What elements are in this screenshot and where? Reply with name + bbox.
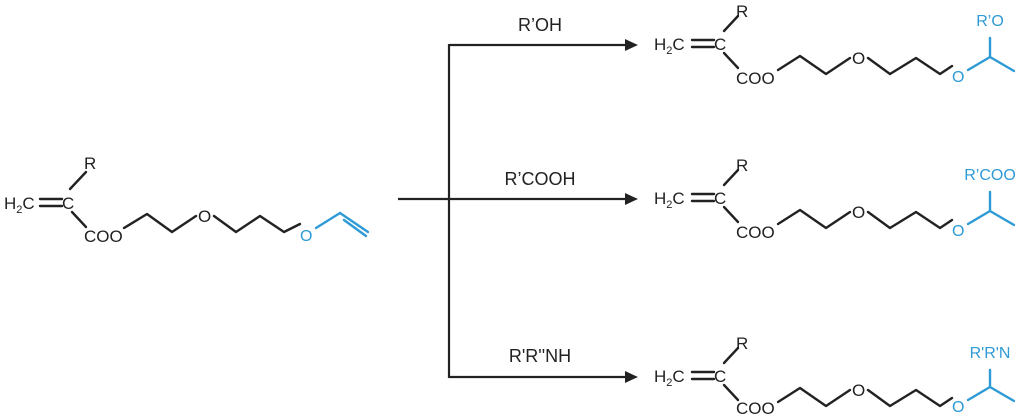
reactant-vinyl-double-1 (338, 211, 370, 234)
product-2-acetal-o: O (952, 223, 964, 240)
product-2-chain-2 (866, 210, 954, 230)
reagent-label-top: R’OH (518, 15, 562, 35)
product-2-ether-o: O (852, 203, 865, 222)
product-2: R H2C C COO O O R’COO (654, 156, 1016, 242)
product-3: R H2C C COO O O R'R'N (654, 334, 1016, 418)
product-3-acetal-o: O (952, 399, 964, 416)
product-2-ester-label: COO (736, 223, 775, 242)
reactant-r-label: R (84, 154, 96, 173)
product-1-acetal-o: O (952, 69, 964, 86)
product-1-c-label: C (714, 35, 726, 54)
product-1-chain-2 (866, 56, 954, 76)
product-1: R H2C C COO O O R’O (654, 2, 1016, 88)
product-2-c-label: C (714, 189, 726, 208)
product-2-r-bond (722, 168, 740, 187)
reactant-chain-1 (122, 212, 198, 234)
reactant-vinyl-bond (314, 211, 342, 230)
product-3-h2c-label: H2C (654, 367, 685, 389)
reactant-vinyl-double-2 (342, 218, 368, 238)
product-2-r-label: R (736, 156, 748, 175)
product-2-methyl-bond (988, 209, 1016, 227)
product-1-c-coo-bond (722, 51, 740, 70)
product-3-acetal-bond (966, 385, 992, 402)
reactant-ester-label: COO (84, 227, 123, 246)
reactant-chain-2 (212, 214, 302, 234)
product-2-acetal-bond (966, 209, 992, 226)
product-1-group-label: R’O (976, 13, 1004, 30)
reactant-molecule: R H2C C COO O O (4, 154, 370, 246)
product-3-chain-1 (776, 386, 852, 408)
product-1-ether-o: O (852, 49, 865, 68)
product-3-ether-o: O (852, 381, 865, 400)
reactant-r-bond (68, 170, 88, 191)
product-3-ester-label: COO (736, 399, 775, 418)
reactant-ether-o: O (198, 207, 211, 226)
arrowhead-top (625, 39, 638, 51)
reactant-vinyl-o: O (300, 228, 312, 245)
product-1-r-label: R (736, 2, 748, 21)
arrowhead-bottom (625, 371, 638, 383)
product-3-chain-2 (866, 388, 954, 408)
product-3-r-bond (722, 346, 740, 365)
product-1-ester-label: COO (736, 69, 775, 88)
reactant-c-label: C (62, 194, 74, 213)
reagent-label-bottom: R'R''NH (509, 346, 571, 366)
reactant-c-coo-bond (70, 210, 88, 229)
product-2-h2c-label: H2C (654, 189, 685, 211)
product-1-methyl-bond (988, 55, 1016, 73)
product-1-h2c-label: H2C (654, 35, 685, 57)
product-3-methyl-bond (988, 385, 1016, 403)
product-3-c-coo-bond (722, 383, 740, 402)
product-2-c-coo-bond (722, 205, 740, 224)
product-3-r-label: R (736, 334, 748, 353)
product-3-c-label: C (714, 367, 726, 386)
reactant-h2c-label: H2C (4, 194, 35, 216)
product-3-group-label: R'R'N (970, 345, 1011, 362)
product-1-chain-1 (776, 54, 852, 76)
arrowhead-middle (625, 193, 638, 205)
product-2-group-label: R’COO (964, 167, 1016, 184)
reagent-label-middle: R’COOH (505, 169, 576, 189)
product-2-chain-1 (776, 208, 852, 230)
product-1-acetal-bond (966, 55, 992, 72)
reaction-arrows (398, 39, 638, 383)
product-1-r-bond (722, 14, 740, 33)
